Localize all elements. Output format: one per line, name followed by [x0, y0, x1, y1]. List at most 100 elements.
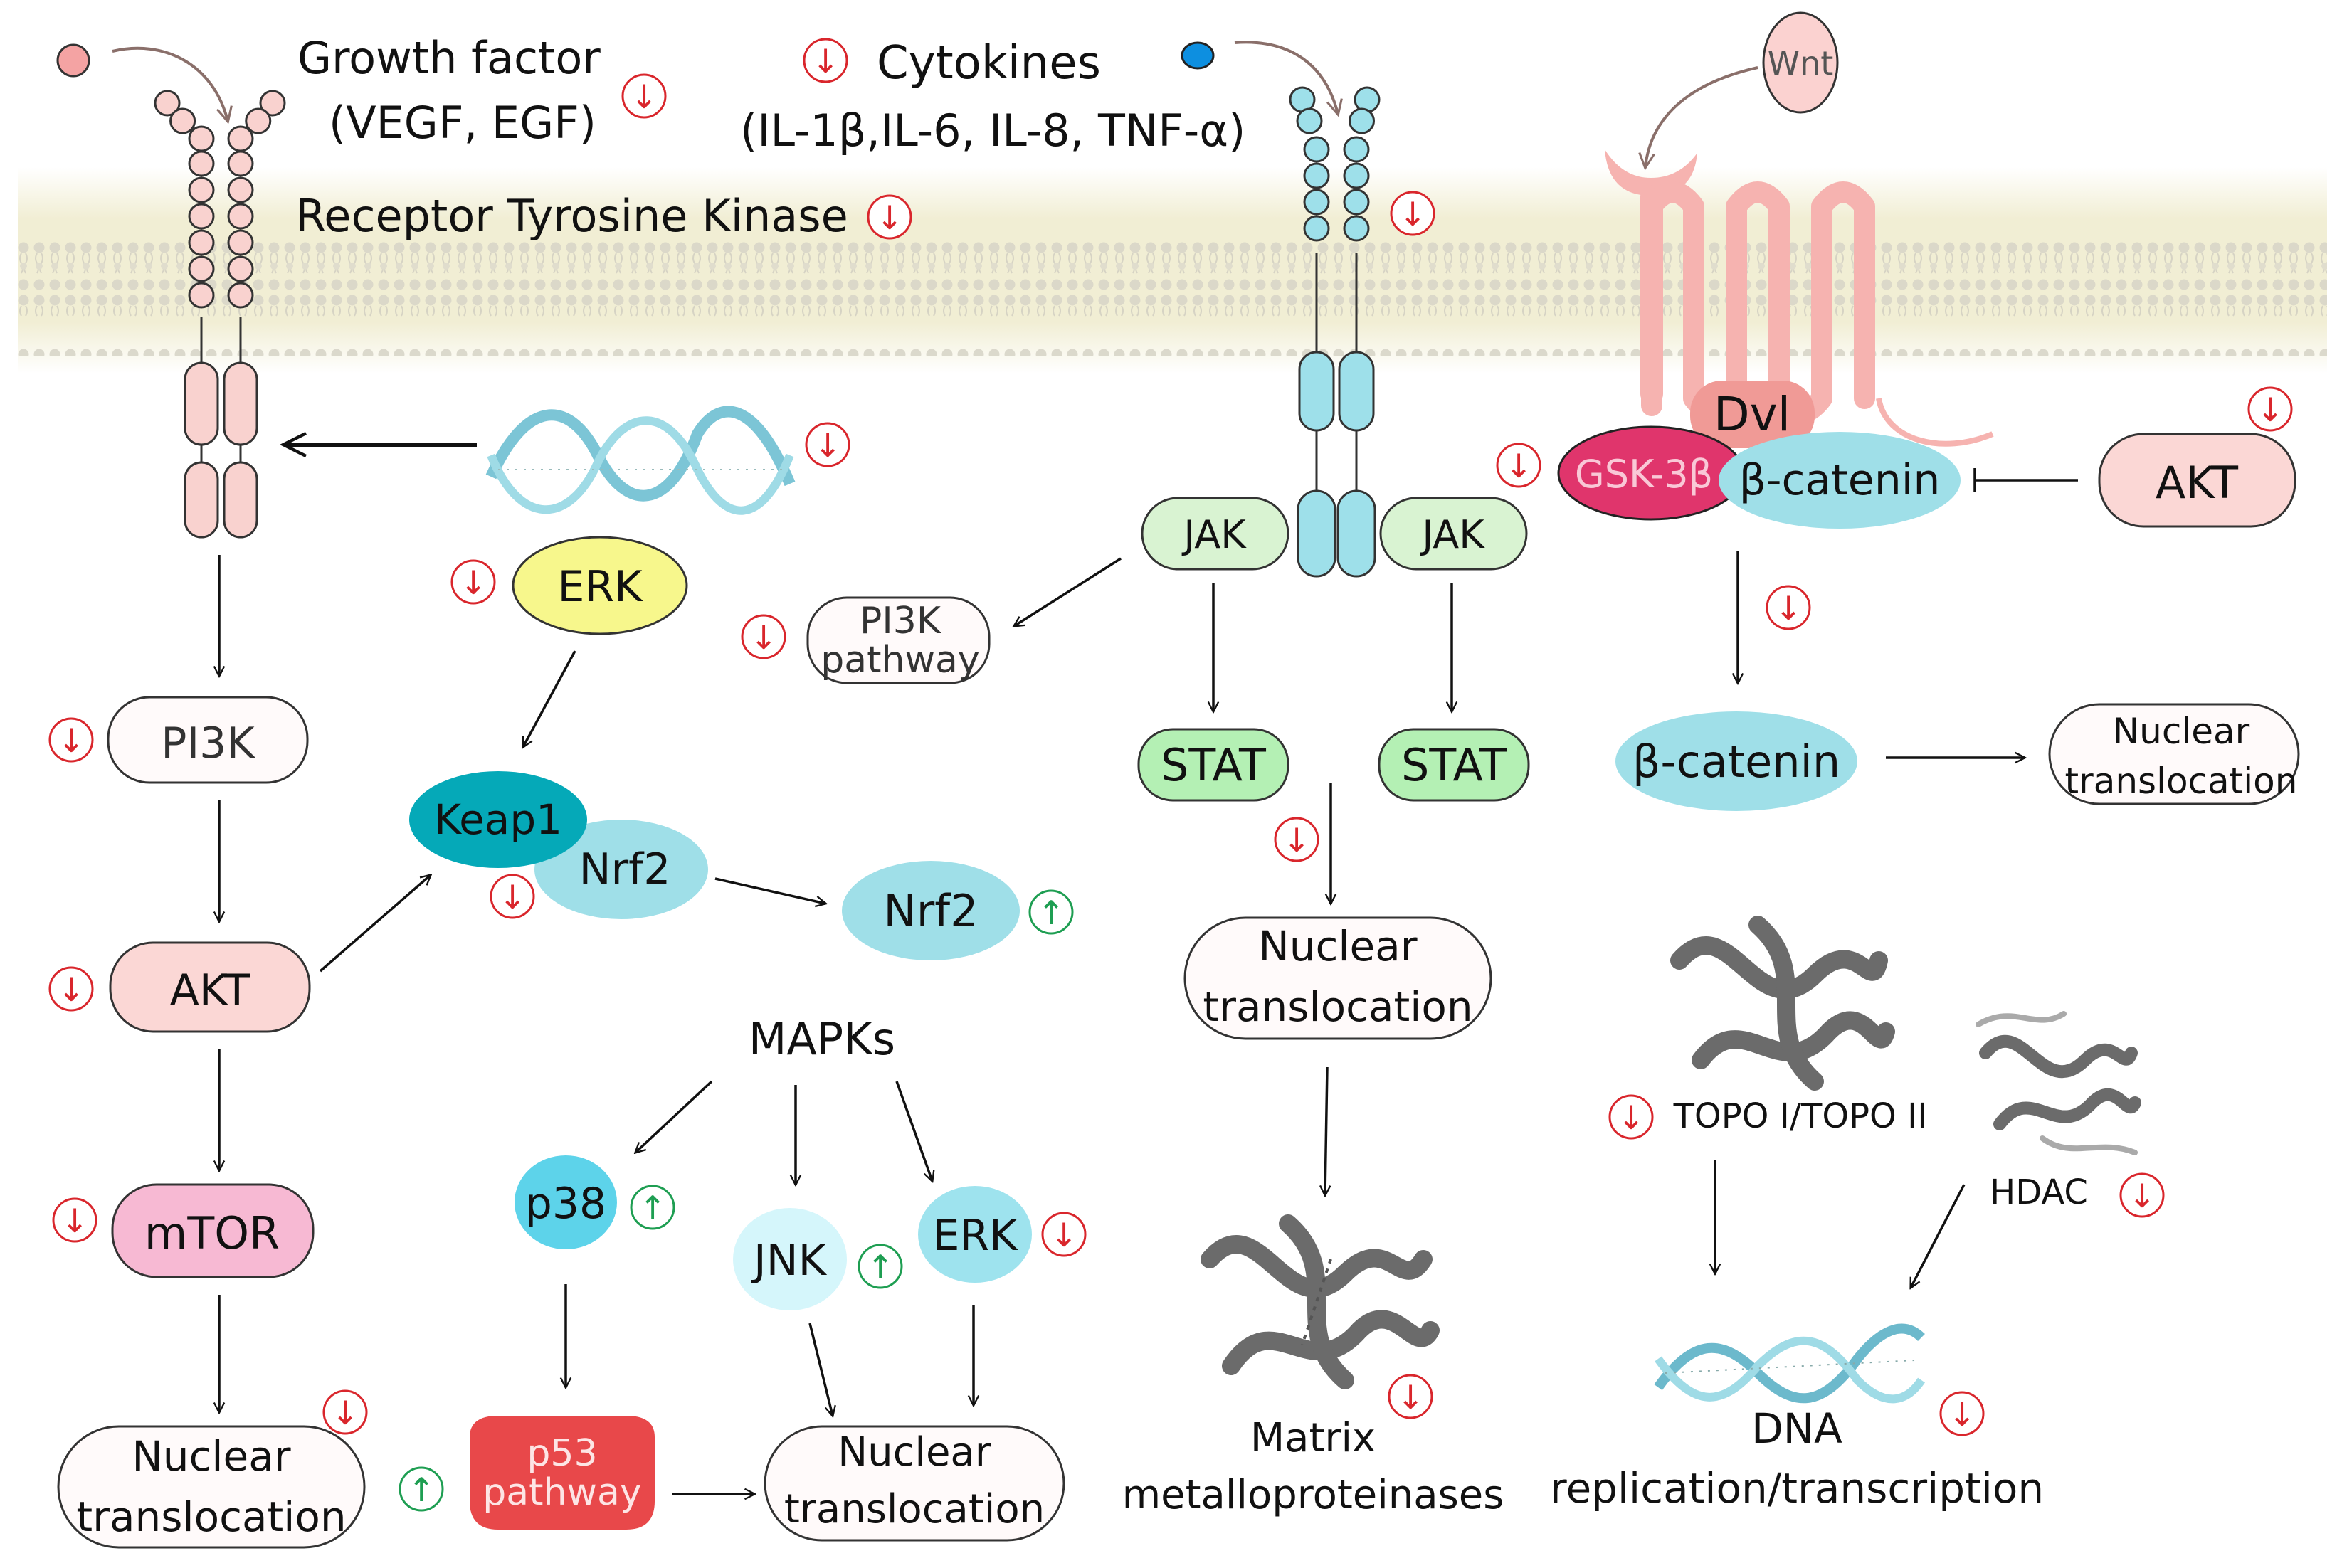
p53-pathway-node: p53 pathway — [470, 1416, 655, 1530]
nucleus-to-mmp-arrow — [1325, 1066, 1327, 1195]
jnk-node: JNK — [733, 1208, 847, 1310]
up-regulation-badge: ↑ — [1028, 889, 1074, 935]
up-regulation-badge: ↑ — [858, 1244, 903, 1289]
erk-top-node: ERK — [512, 536, 688, 635]
stat-left-node: STAT — [1137, 728, 1289, 802]
beta-catenin-complex-label: β-catenin — [1739, 455, 1941, 505]
receptor-domain — [154, 90, 181, 117]
jnk-label: JNK — [751, 1236, 828, 1286]
regulation-arrow-glyph: ↓ — [460, 563, 487, 602]
receptor-domain — [227, 203, 254, 230]
growth-factor-label: Growth factor — [297, 32, 601, 84]
wnt-ligand: Wnt — [1762, 11, 1839, 114]
down-regulation-badge: ↓ — [621, 73, 667, 119]
receptor-domain — [227, 282, 254, 309]
cytokines-examples: (IL-1β,IL-6, IL-8, TNF-α) — [740, 105, 1245, 157]
regulation-arrow-glyph: ↓ — [1050, 1216, 1078, 1254]
keap1-label: Keap1 — [434, 795, 562, 844]
receptor-domain — [188, 176, 215, 203]
receptor-domain — [1354, 86, 1381, 113]
receptor-domain — [188, 229, 215, 256]
nrf2-complex-node: Nrf2 — [534, 820, 708, 919]
down-regulation-badge: ↓ — [1041, 1212, 1087, 1257]
frizzled-receptor — [1605, 149, 1994, 447]
down-regulation-badge: ↓ — [1390, 191, 1435, 236]
down-regulation-badge: ↓ — [741, 614, 786, 659]
nrf2-free-label: Nrf2 — [883, 885, 978, 937]
receptor-intracellular — [1336, 489, 1376, 578]
nuclear-translocation-jak-node: Nuclear translocation — [1183, 916, 1492, 1040]
nuclear-translocation-wnt-line2: translocation — [2065, 761, 2298, 802]
receptor-domain — [1343, 215, 1370, 242]
regulation-arrow-glyph: ↓ — [631, 78, 658, 116]
up-regulation-badge: ↑ — [630, 1185, 675, 1230]
nuclear-translocation-left-node: Nuclear translocation — [57, 1425, 366, 1549]
regulation-arrow-glyph: ↓ — [814, 426, 842, 465]
receptor-domain — [169, 107, 196, 134]
regulation-arrow-glyph: ↑ — [639, 1189, 667, 1227]
down-regulation-badge: ↓ — [1766, 585, 1811, 630]
dna-helix-icon — [485, 406, 796, 515]
dvl-node: Dvl — [1690, 381, 1815, 448]
receptor-domain — [188, 282, 215, 309]
down-regulation-badge: ↓ — [48, 966, 94, 1012]
jak-right-label: JAK — [1420, 512, 1485, 557]
pi3k-pathway-line2: pathway — [821, 639, 979, 682]
receptor-domain — [1349, 107, 1375, 134]
cytokine-binding-arrow — [1234, 41, 1338, 114]
receptor-domain — [188, 255, 215, 282]
cytokine-receptor-left-chain — [1289, 86, 1336, 578]
down-regulation-badge: ↓ — [48, 717, 94, 763]
down-regulation-badge: ↓ — [1939, 1391, 1985, 1436]
nuclear-translocation-mapk-node: Nuclear translocation — [764, 1425, 1065, 1542]
regulation-arrow-glyph: ↓ — [58, 721, 85, 760]
down-regulation-badge: ↓ — [803, 38, 848, 83]
receptor-domain — [227, 176, 254, 203]
mapks-to-erk-arrow — [895, 1081, 932, 1181]
receptor-domain — [227, 255, 254, 282]
stat-right-node: STAT — [1378, 728, 1530, 802]
receptor-kinase-domain — [223, 461, 258, 539]
pi3k-pathway-node: PI3K pathway — [806, 596, 991, 684]
regulation-arrow-glyph: ↓ — [1775, 589, 1803, 627]
gsk3b-label: GSK-3β — [1575, 452, 1713, 497]
erk-top-label: ERK — [558, 562, 644, 612]
rtk-receptor-left-chain — [154, 90, 219, 539]
regulation-arrow-glyph: ↑ — [867, 1248, 895, 1286]
p38-label: p38 — [525, 1179, 606, 1229]
topo-label: TOPO I/TOPO II — [1673, 1096, 1928, 1136]
nuclear-translocation-mapk-line2: translocation — [784, 1486, 1045, 1532]
regulation-arrow-glyph: ↓ — [1948, 1395, 1976, 1434]
down-regulation-badge: ↓ — [1608, 1094, 1654, 1140]
cytokine-receptor-right-chain — [1336, 86, 1381, 578]
regulation-arrow-glyph: ↓ — [1399, 195, 1427, 233]
receptor-domain — [188, 150, 215, 177]
nuclear-translocation-jak-line1: Nuclear — [1258, 922, 1417, 970]
regulation-arrow-glyph: ↓ — [499, 878, 527, 916]
down-regulation-badge: ↓ — [1274, 817, 1319, 862]
receptor-domain — [1303, 215, 1330, 242]
pi3k-label: PI3K — [161, 719, 255, 768]
cytokine-receptor — [1181, 41, 1381, 578]
mapks-to-p38-arrow — [635, 1080, 713, 1153]
rtk-receptor-right-chain — [223, 90, 286, 539]
jak-to-pi3k-arrow — [1014, 557, 1122, 626]
receptor-transmembrane — [1298, 351, 1335, 432]
receptor-domain — [1303, 136, 1330, 163]
gsk3b-node: GSK-3β — [1557, 425, 1745, 521]
regulation-arrow-glyph: ↓ — [1505, 447, 1533, 485]
down-regulation-badge: ↓ — [450, 559, 496, 605]
down-regulation-badge: ↓ — [490, 874, 535, 919]
nuclear-translocation-mapk-line1: Nuclear — [838, 1429, 992, 1476]
receptor-transmembrane — [1338, 351, 1375, 432]
down-regulation-badge: ↓ — [1388, 1374, 1433, 1419]
jak-left-label: JAK — [1181, 512, 1247, 557]
beta-catenin-complex-node: β-catenin — [1719, 432, 1961, 529]
regulation-arrow-glyph: ↓ — [58, 970, 85, 1009]
akt-label: AKT — [170, 965, 250, 1015]
p53-line2: pathway — [482, 1471, 641, 1514]
beta-catenin-free-label: β-catenin — [1632, 736, 1840, 788]
receptor-domain — [1303, 162, 1330, 189]
